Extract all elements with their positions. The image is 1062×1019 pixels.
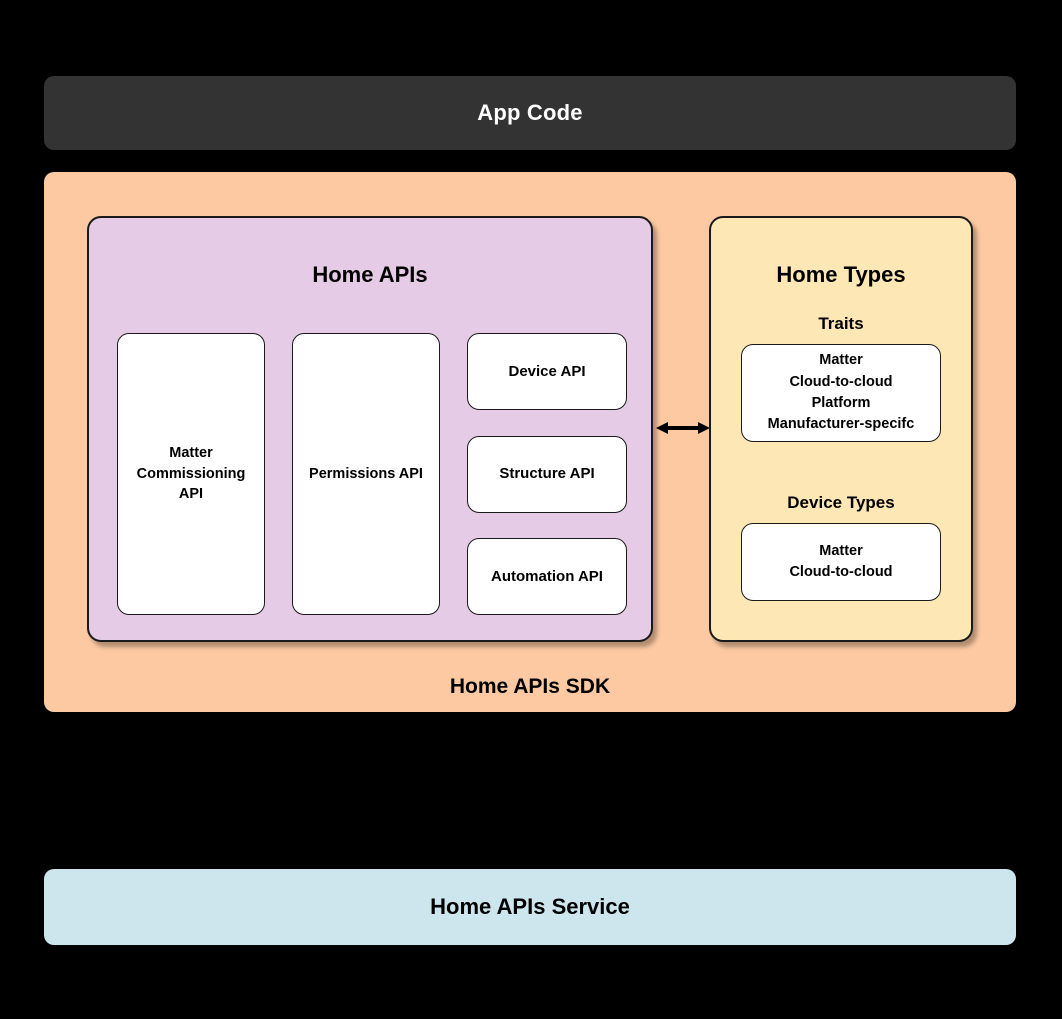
permissions-api-label: Permissions API bbox=[309, 465, 423, 482]
permissions-api-box: Permissions API bbox=[292, 333, 440, 615]
home-apis-service-block: Home APIs Service bbox=[44, 869, 1016, 945]
home-types-title: Home Types bbox=[776, 262, 906, 287]
automation-api-label: Automation API bbox=[491, 567, 603, 585]
structure-api-box: Structure API bbox=[467, 435, 627, 513]
structure-api-label: Structure API bbox=[499, 465, 595, 483]
app-code-label: App Code bbox=[477, 100, 583, 125]
device-api-box: Device API bbox=[467, 333, 627, 410]
automation-api-box: Automation API bbox=[467, 538, 627, 615]
home-apis-sdk-label: Home APIs SDK bbox=[449, 675, 611, 698]
traits-label: Traits bbox=[818, 314, 864, 333]
bidirectional-arrow-icon bbox=[656, 420, 710, 436]
home-apis-service-label: Home APIs Service bbox=[430, 894, 630, 919]
api-stack-column: Device API Structure API Automation API bbox=[467, 333, 627, 615]
device-types-label: Device Types bbox=[787, 493, 895, 512]
device-api-label: Device API bbox=[508, 362, 586, 380]
permissions-api-column: Permissions API bbox=[292, 333, 440, 615]
home-apis-title: Home APIs bbox=[312, 262, 428, 287]
app-code-block: App Code bbox=[44, 76, 1016, 150]
